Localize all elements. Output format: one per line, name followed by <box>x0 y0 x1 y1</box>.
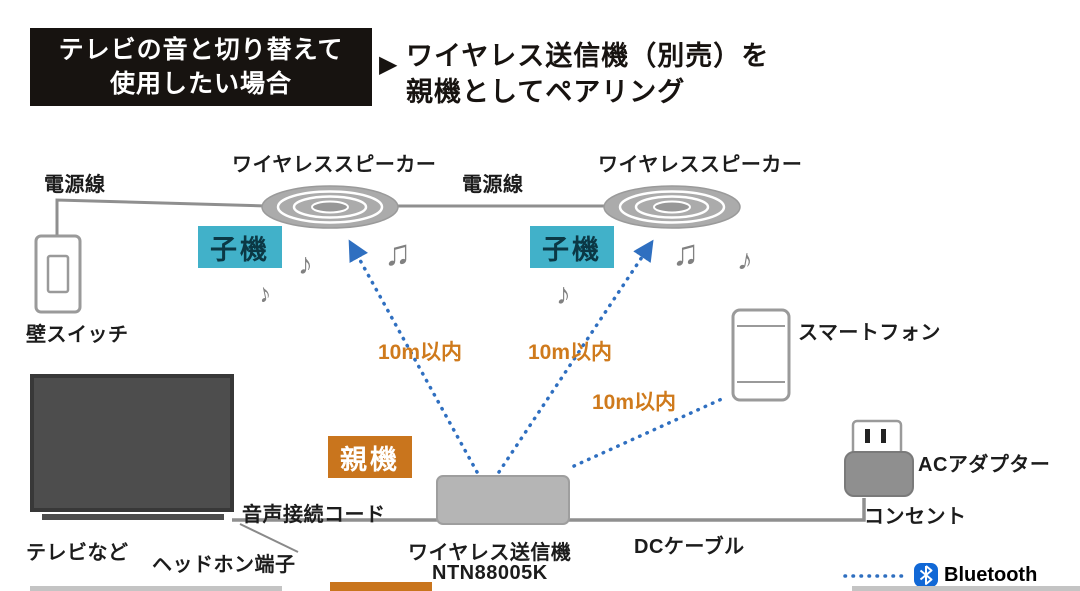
ac-adapter-icon <box>844 419 914 497</box>
power-cord-mid-label: 電源線 <box>462 174 524 196</box>
wireless-speaker-left-icon <box>261 185 399 229</box>
cropped-element-center <box>330 582 432 591</box>
range-label-left: 10m以内 <box>378 341 463 364</box>
wall-switch-label: 壁スイッチ <box>26 324 129 346</box>
parent-unit-badge: 親機 <box>328 436 412 478</box>
smartphone-label: スマートフォン <box>798 322 941 344</box>
speaker-right-label: ワイヤレススピーカー <box>598 154 803 176</box>
transmitter-model-label: NTN88005K <box>432 562 548 584</box>
outlet-label: コンセント <box>864 506 967 528</box>
child-unit-badge-right: 子機 <box>530 226 614 268</box>
case-title-line2: 使用したい場合 <box>109 70 292 98</box>
music-note-icon: ♪ <box>298 248 313 281</box>
pairing-link-right-arrow <box>497 239 654 474</box>
wireless-transmitter-icon <box>436 475 570 525</box>
headphone-jack-leader-line <box>239 523 299 553</box>
audio-cord-label: 音声接続コード <box>242 504 386 526</box>
music-note-icon: ♫ <box>672 232 699 273</box>
wall-switch-icon <box>34 234 82 314</box>
bluetooth-icon <box>914 563 938 587</box>
dc-cable-label: DCケーブル <box>634 536 745 558</box>
child-unit-badge-left: 子機 <box>198 226 282 268</box>
music-note-icon: ♫ <box>384 232 411 273</box>
pointer-arrow-icon: ▶ <box>379 51 398 78</box>
description-line1: ワイヤレス送信機（別売）を <box>406 41 770 71</box>
dc-cable-line <box>568 498 866 522</box>
case-title-box: テレビの音と切り替えて 使用したい場合 <box>30 28 372 106</box>
bluetooth-label: Bluetooth <box>944 564 1038 586</box>
smartphone-icon <box>731 308 791 402</box>
cropped-element-right <box>852 586 1080 591</box>
music-note-icon: ♪ <box>556 278 571 311</box>
bluetooth-legend <box>843 563 938 587</box>
wireless-speaker-right-icon <box>603 185 741 229</box>
speaker-left-label: ワイヤレススピーカー <box>232 154 437 176</box>
tv-label: テレビなど <box>26 542 129 564</box>
description-line2: 親機としてペアリング <box>406 77 686 107</box>
case-title-line1: テレビの音と切り替えて <box>58 36 344 64</box>
range-label-mid: 10m以内 <box>528 341 613 364</box>
pairing-link-smartphone <box>572 396 726 468</box>
power-cord-left-label: 電源線 <box>44 174 106 196</box>
tv-icon <box>30 374 234 520</box>
power-cord-left <box>55 198 267 242</box>
ac-adapter-label: ACアダプター <box>918 454 1051 476</box>
range-label-smartphone: 10m以内 <box>592 391 677 414</box>
headphone-jack-label: ヘッドホン端子 <box>152 554 296 576</box>
transmitter-name-label: ワイヤレス送信機 <box>408 542 572 564</box>
cropped-element-left <box>30 586 282 591</box>
